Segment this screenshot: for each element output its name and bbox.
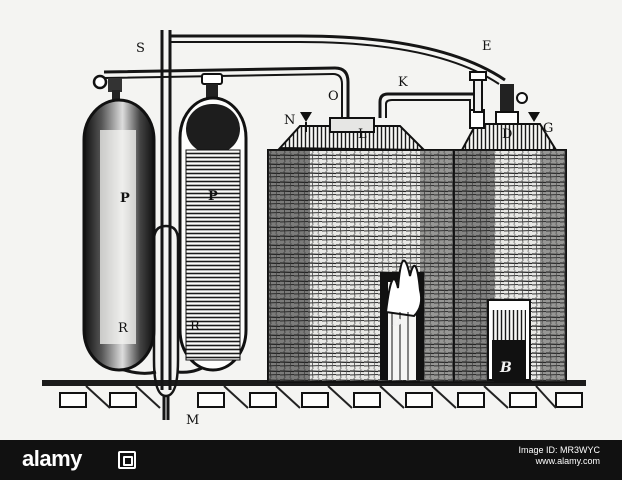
apparatus-engraving: S E O K N L D G P P R R M b B xyxy=(42,30,586,428)
label-e: E xyxy=(482,39,492,54)
label-r-left: R xyxy=(118,321,129,336)
site-url: www.alamy.com xyxy=(535,456,600,466)
right-cylinder-valve xyxy=(201,73,223,98)
label-p-left: P xyxy=(120,191,130,206)
label-r-right: R xyxy=(190,319,201,334)
image-id-label: Image ID: MR3WYC xyxy=(518,445,600,455)
label-b-large: B xyxy=(499,360,512,376)
left-valve xyxy=(92,74,122,100)
label-p-right: P xyxy=(208,189,218,204)
brand-mark-icon xyxy=(118,451,136,469)
left-furnace xyxy=(267,112,459,383)
label-l: L xyxy=(358,127,367,142)
brand-logo: alamy xyxy=(22,446,82,471)
label-s: S xyxy=(136,41,145,56)
right-furnace xyxy=(453,71,567,383)
right-gas-cylinder xyxy=(178,96,248,372)
label-n: N xyxy=(284,113,295,128)
diagram-labels: S E O K N L D G P P R R M b B xyxy=(118,39,553,428)
label-k: K xyxy=(398,75,408,90)
pipework xyxy=(103,30,506,420)
rail-base xyxy=(42,380,586,409)
image-info: Image ID: MR3WYC www.alamy.com xyxy=(518,445,600,467)
label-d: D xyxy=(502,127,512,142)
label-o: O xyxy=(328,89,339,104)
left-gas-cylinder xyxy=(82,98,156,372)
watermark-footer: alamy Image ID: MR3WYC www.alamy.com xyxy=(0,440,622,480)
label-m: M xyxy=(186,413,199,428)
label-g: G xyxy=(543,121,553,136)
label-b-small: b xyxy=(392,314,402,330)
